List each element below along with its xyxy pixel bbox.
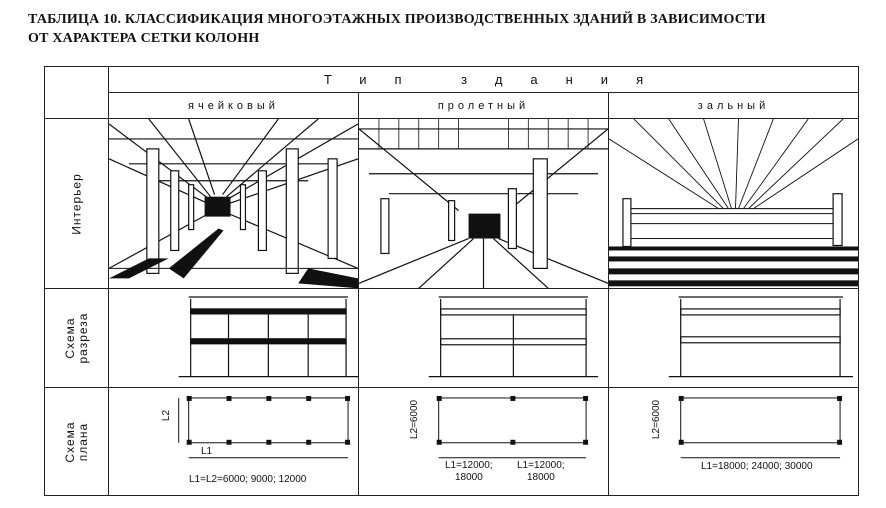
column-header-cellular: ячейковый — [108, 92, 359, 119]
building-type-header: Тип здания — [108, 66, 859, 93]
row-label-section-text: Схема разреза — [62, 312, 90, 364]
column-header-span: пролетный — [358, 92, 609, 119]
plan-cellular-diagram: L2 L1 L1=L2=6000; 9000; 12000 — [108, 386, 359, 497]
plan-span-diagram: L2=6000 L1=12000; 18000 L1=12000; 18000 — [358, 386, 609, 497]
interior-hall-drawing — [609, 119, 858, 288]
interior-hall-image — [608, 117, 859, 290]
column-header-hall: зальный — [608, 92, 859, 119]
interior-span-image — [358, 117, 609, 290]
section-hall-drawing — [668, 296, 854, 378]
plan-hall-l1: L1=18000; 24000; 30000 — [701, 460, 813, 472]
title-line-2: ОТ ХАРАКТЕРА СЕТКИ КОЛОНН — [28, 31, 260, 46]
plan-hall-drawing — [678, 395, 843, 459]
corner-cell — [44, 66, 109, 119]
plan-hall-l2: L2=6000 — [651, 399, 663, 440]
title-line-1: ТАБЛИЦА 10. КЛАССИФИКАЦИЯ МНОГОЭТАЖНЫХ П… — [28, 12, 766, 27]
interior-cellular-image — [108, 117, 359, 290]
row-label-plan-line1: Схема — [62, 421, 77, 463]
interior-cellular-drawing — [109, 119, 358, 288]
plan-span-l2: L2=6000 — [409, 399, 421, 440]
plan-cellular-l1: L1 — [201, 445, 213, 457]
plan-cellular-drawing — [178, 395, 351, 459]
classification-table: Тип здания ячейковый пролетный зальный И… — [44, 66, 859, 497]
row-label-interior-text: Интерьер — [69, 172, 83, 235]
row-label-plan: Схема плана — [44, 386, 109, 497]
table-title: ТАБЛИЦА 10. КЛАССИФИКАЦИЯ МНОГОЭТАЖНЫХ П… — [28, 10, 848, 48]
row-label-section: Схема разреза — [44, 288, 109, 388]
section-hall-diagram — [608, 288, 859, 388]
plan-span-l1b: L1=12000; — [517, 459, 565, 471]
section-cellular-drawing — [178, 296, 358, 378]
interior-span-drawing — [359, 119, 608, 288]
plan-span-l1a: L1=12000; — [445, 459, 493, 471]
plan-span-drawing — [436, 395, 589, 459]
row-label-section-line1: Схема — [62, 317, 77, 359]
row-label-interior: Интерьер — [44, 117, 109, 290]
section-span-diagram — [358, 288, 609, 388]
plan-cellular-l2: L2 — [161, 409, 173, 421]
plan-span-l1a-2: 18000 — [455, 471, 483, 483]
row-label-plan-line2: плана — [75, 422, 90, 461]
row-label-plan-text: Схема плана — [62, 421, 90, 463]
section-cellular-diagram — [108, 288, 359, 388]
plan-cellular-formula: L1=L2=6000; 9000; 12000 — [189, 473, 307, 485]
section-span-drawing — [428, 296, 599, 378]
plan-span-l1b-2: 18000 — [527, 471, 555, 483]
plan-hall-diagram: L2=6000 L1=18000; 24000; 30000 — [608, 386, 859, 497]
row-label-section-line2: разреза — [75, 312, 90, 364]
